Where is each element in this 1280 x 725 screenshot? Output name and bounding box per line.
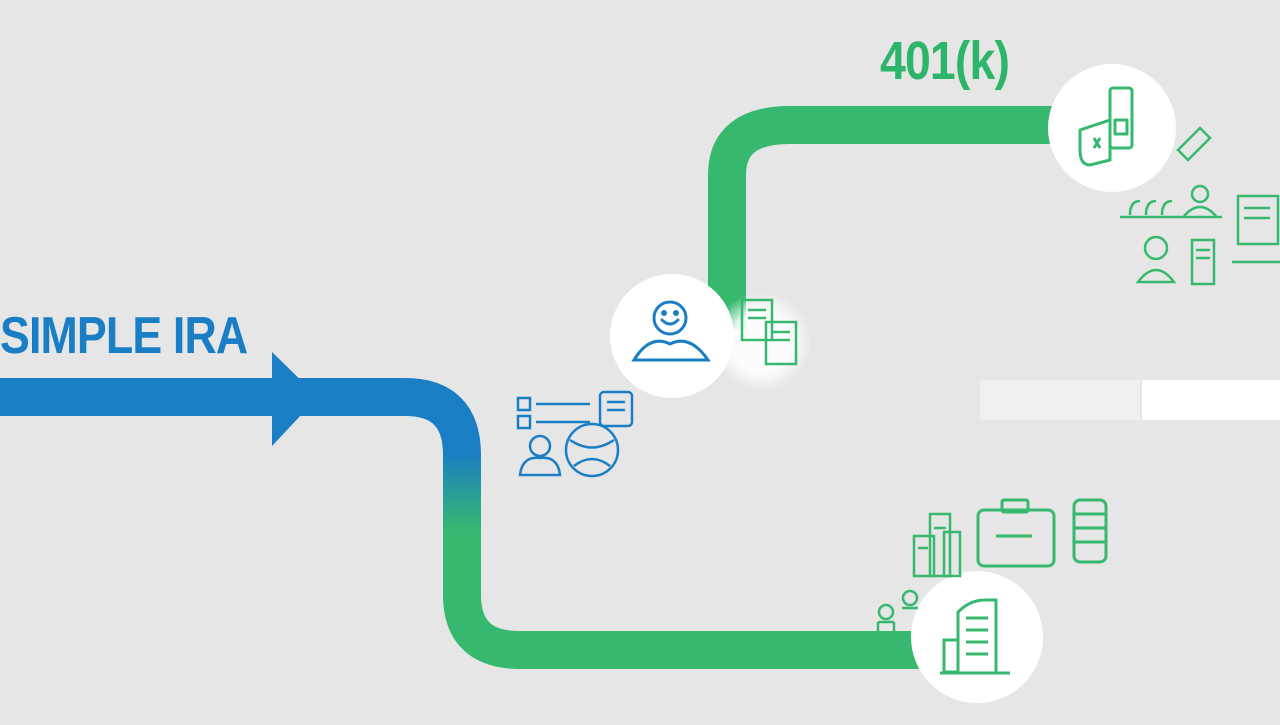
hand-card-icon (1078, 86, 1134, 167)
city-buildings-icon (912, 512, 962, 578)
path-transition (443, 452, 481, 532)
lower-green-path (443, 530, 940, 669)
person-icon (631, 300, 711, 362)
simple-ira-label: SIMPLE IRA (0, 307, 248, 365)
small-people-icon (876, 589, 919, 662)
coin-stack-icon (1072, 498, 1108, 564)
profile-form-icon (516, 390, 634, 477)
fade-bar (980, 380, 1140, 420)
arrow-head (272, 352, 318, 446)
white-bar (1142, 380, 1280, 420)
briefcase-icon (976, 498, 1056, 568)
401k-label: 401(k) (880, 31, 1010, 91)
simple-ira-path (0, 378, 481, 456)
documents-node-glow (712, 292, 812, 392)
documents-icon (740, 298, 798, 366)
card-node (1048, 64, 1176, 192)
meeting-people-icon (1120, 126, 1280, 286)
building-node (911, 571, 1043, 703)
globe-icon (564, 422, 620, 478)
person-node (610, 274, 734, 398)
k401-path (708, 106, 1080, 330)
office-building-icon (940, 598, 1010, 675)
